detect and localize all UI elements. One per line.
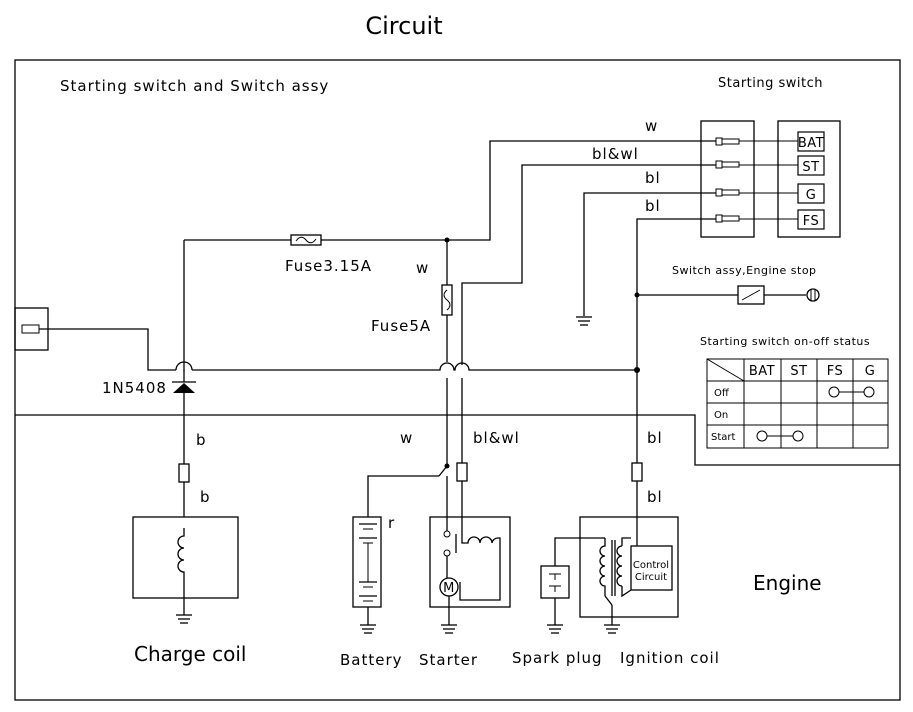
fuse2-label: Fuse5A — [371, 317, 431, 335]
engine-stop-plug — [806, 288, 820, 302]
wire-label-coil-b: b — [200, 488, 211, 506]
control-circuit-box — [630, 545, 673, 591]
pin-bat — [715, 137, 740, 146]
wire-label-diode-b: b — [196, 431, 207, 449]
ground-symbol-ignition — [604, 624, 620, 634]
starting-switch-label: Starting switch — [718, 76, 823, 91]
ignition-secondary-winding — [616, 545, 623, 587]
status-col-g: G — [865, 364, 876, 379]
status-col-bat: BAT — [749, 364, 775, 379]
wire-battery — [367, 475, 439, 517]
status-table-title: Starting switch on-off status — [700, 335, 870, 348]
starter-label: Starter — [419, 651, 478, 669]
status-col-fs: FS — [827, 364, 844, 379]
starter-connector — [456, 462, 468, 482]
diode-label: 1N5408 — [102, 379, 167, 397]
engine-stop-label: Switch assy,Engine stop — [672, 264, 817, 277]
charge-coil-label: Charge coil — [134, 642, 246, 666]
spark-plug-box — [540, 565, 570, 599]
ground-symbol-g — [576, 316, 592, 326]
diode-symbol — [172, 381, 196, 393]
diagram-title: Circuit — [365, 12, 442, 40]
starter-box — [429, 516, 511, 608]
wire-main-bus — [192, 362, 637, 371]
status-col-st: ST — [790, 364, 807, 379]
ground-symbol-battery — [360, 624, 376, 634]
ground-symbol-coil — [176, 614, 192, 624]
wire-label-lower-blwl: bl&wl — [473, 429, 520, 447]
battery-box — [352, 516, 382, 608]
control-circuit-label-1: Control — [633, 560, 669, 571]
connector-block — [700, 120, 755, 238]
switch-body — [777, 120, 841, 238]
wire-g — [583, 192, 716, 316]
pin-g — [715, 188, 740, 197]
pin-st — [715, 160, 740, 169]
ignition-connector — [631, 462, 643, 482]
wire-label-ign-bl: bl — [647, 488, 663, 506]
terminal-g: G — [806, 188, 817, 203]
fuse1-label: Fuse3.15A — [285, 257, 372, 275]
status-row-start: Start — [711, 432, 736, 443]
wire-label-lower-w: w — [400, 429, 413, 447]
engine-label: Engine — [753, 571, 822, 595]
wire-label-battery-r: r — [388, 514, 395, 532]
wire-label-fuse5-w: w — [416, 259, 429, 277]
status-table — [706, 358, 889, 449]
wire-label-fs: bl — [645, 197, 661, 215]
ignition-primary-winding — [599, 538, 606, 596]
terminal-st: ST — [802, 160, 819, 175]
wire-label-st: bl&wl — [592, 145, 639, 163]
status-off-connection — [828, 386, 875, 398]
status-row-off: Off — [714, 388, 730, 399]
charge-coil-winding — [177, 528, 185, 582]
engine-boundary — [15, 414, 900, 466]
wire-left-connector — [39, 328, 176, 371]
status-start-connection — [756, 430, 804, 442]
terminal-fs: FS — [803, 214, 820, 229]
ground-symbol-starter — [441, 624, 457, 634]
battery-label: Battery — [340, 651, 403, 669]
ignition-coil-box — [579, 516, 679, 618]
wire-st — [461, 164, 716, 365]
terminal-bat: BAT — [798, 136, 824, 151]
battery-cells — [359, 523, 377, 602]
motor-label: M — [443, 581, 455, 596]
switch-assy-label: Starting switch and Switch assy — [60, 77, 329, 95]
ignition-coil-label: Ignition coil — [620, 649, 720, 667]
outer-frame — [14, 59, 901, 701]
coil-connector — [178, 463, 190, 483]
spark-plug-label: Spark plug — [512, 649, 603, 667]
starter-solenoid — [459, 517, 501, 601]
wire-fs — [636, 218, 716, 370]
wire-label-right-bl: bl — [647, 429, 663, 447]
charge-coil-box — [132, 516, 239, 599]
wire-label-g: bl — [645, 169, 661, 187]
wire-bat — [447, 140, 716, 241]
control-circuit-label-2: Circuit — [635, 572, 667, 583]
wire-label-bat: w — [645, 117, 658, 135]
ground-symbol-spark — [547, 624, 563, 634]
pin-fs — [715, 214, 740, 223]
status-row-on: On — [714, 410, 728, 421]
